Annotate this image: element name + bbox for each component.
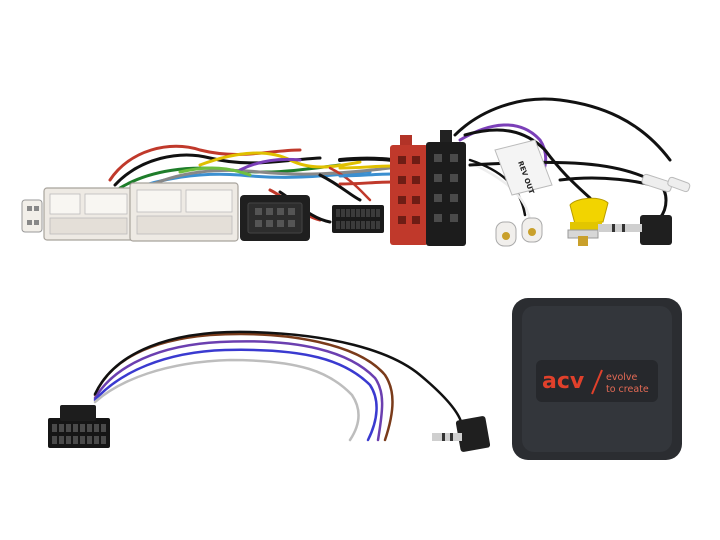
iso-speaker-connector: [426, 130, 466, 246]
radio-connector-16pin: [48, 405, 110, 448]
tagline-line2: to create: [606, 384, 649, 395]
logo-slash: [591, 369, 603, 395]
jack-plug-bottom: [432, 416, 491, 452]
cable-tie: [667, 176, 691, 193]
rev-out-flag: REV OUT: [494, 139, 553, 196]
cable-tie: [641, 173, 673, 193]
jack-plug-top: [598, 215, 672, 245]
iso-power-connector: [390, 135, 428, 245]
interface-box: acv evolve to create: [512, 298, 682, 460]
wiring-harness: REV OUT: [21, 97, 691, 247]
black-vehicle-connector: [240, 195, 310, 241]
steering-lead: [48, 330, 491, 452]
acv-logo: acv: [542, 369, 585, 394]
small-white-connector: [21, 199, 43, 233]
reverse-camera-rca: [567, 197, 609, 246]
tagline-line1: evolve: [606, 372, 638, 383]
vehicle-connector-right: [129, 182, 239, 242]
bullet-connector-2: [521, 217, 543, 243]
radio-connector-20pin: [332, 205, 384, 233]
bullet-connector-1: [495, 221, 517, 247]
vehicle-connector-left: [43, 187, 135, 241]
